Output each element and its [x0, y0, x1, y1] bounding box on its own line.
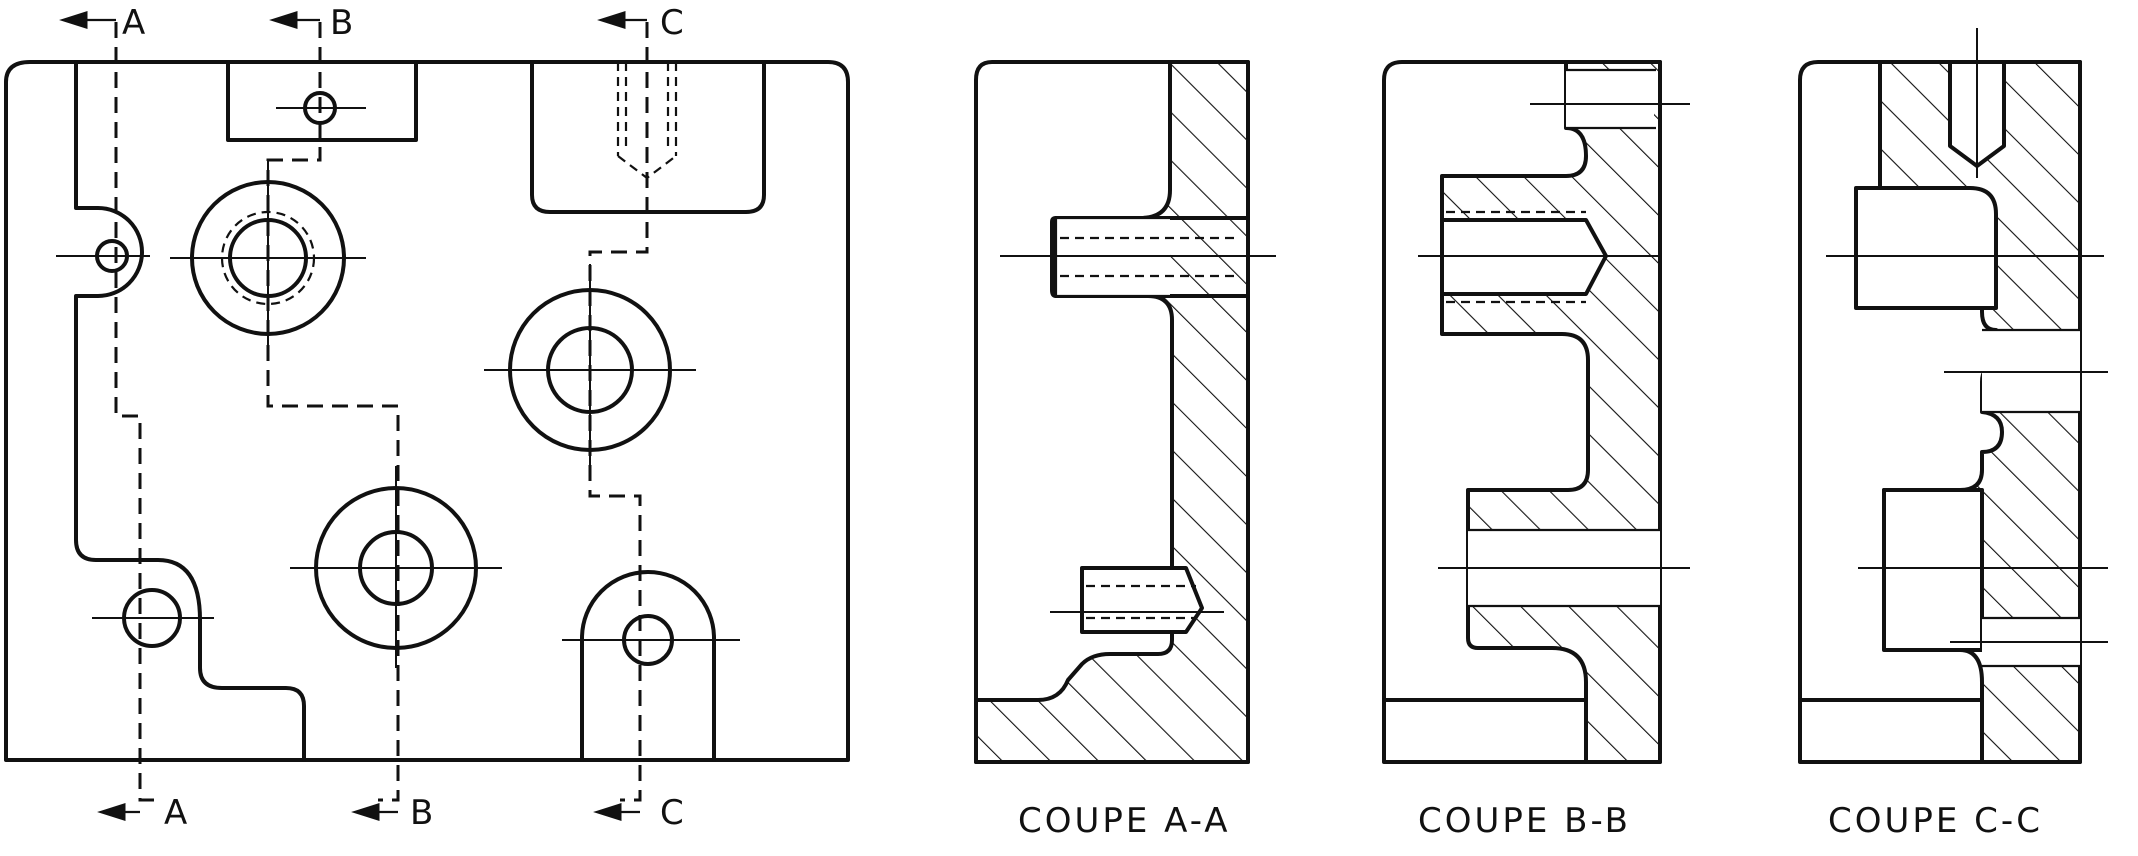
mark-top-a: A — [122, 3, 145, 43]
mark-bottom-b: B — [410, 793, 433, 833]
cutting-plane-c — [588, 22, 649, 802]
section-c-cavity-upper — [1854, 186, 1998, 310]
mark-bottom-c: C — [660, 793, 684, 833]
section-b-tapped-hidden — [1446, 210, 1586, 304]
mark-top-b: B — [330, 3, 353, 43]
section-c-hole-low-lines — [1982, 616, 2080, 668]
cutting-plane-b — [266, 22, 400, 802]
left-rib — [74, 60, 306, 762]
plan-view: A B C A B C — [4, 3, 850, 833]
section-b-b: COUPE B-B — [1382, 60, 1690, 841]
center-lines — [56, 107, 740, 668]
section-a-tapped-hole — [1080, 566, 1204, 634]
mark-bottom-a: A — [164, 793, 187, 833]
section-b-hatched-body — [1440, 60, 1662, 764]
section-arrow-top-a — [59, 10, 116, 30]
bottom-lug — [580, 570, 716, 762]
cutting-plane-a — [114, 22, 160, 802]
section-b-lower-bore-lines — [1468, 528, 1660, 608]
section-c-cavity-lower — [1882, 488, 1984, 652]
section-a-a: COUPE A-A — [974, 60, 1276, 841]
caption-section-c: COUPE C-C — [1828, 801, 2043, 841]
section-b-top-hole — [1566, 70, 1654, 128]
caption-section-a: COUPE A-A — [1018, 801, 1230, 841]
part-outline — [4, 60, 850, 762]
section-arrow-bottom-c — [593, 802, 640, 822]
section-a-hidden-lines — [1060, 236, 1240, 620]
top-slot-b — [226, 60, 418, 142]
section-c-hole-mid-lines — [1982, 328, 2080, 414]
caption-section-b: COUPE B-B — [1418, 801, 1631, 841]
section-a-hatched-body — [974, 60, 1250, 764]
section-arrow-bottom-b — [351, 802, 398, 822]
section-b-outline — [1382, 60, 1662, 764]
section-arrow-top-b — [269, 10, 320, 30]
section-arrow-top-c — [597, 10, 647, 30]
mark-top-c: C — [660, 3, 684, 43]
section-b-top-hole-lines — [1566, 68, 1656, 130]
tapped-hole-hidden — [616, 62, 678, 180]
section-c-c: COUPE C-C — [1798, 28, 2108, 841]
section-arrow-bottom-a — [97, 802, 140, 822]
